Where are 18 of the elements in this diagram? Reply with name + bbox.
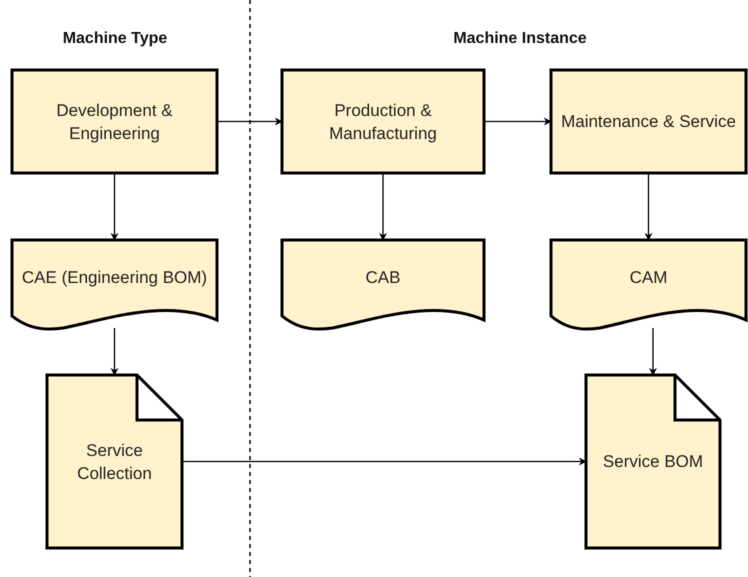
node-label: CAM (630, 267, 668, 289)
node-label: CAE (Engineering BOM) (22, 267, 208, 289)
node-label: Service Collection (76, 440, 153, 484)
arrow (182, 458, 587, 466)
node-label: Production & Manufacturing (328, 100, 438, 144)
node-label: CAB (366, 267, 400, 289)
column-heading: Machine Type (62, 30, 168, 48)
arrow (110, 173, 118, 241)
node-label: Service BOM (602, 451, 704, 473)
node-label: Development & Engineering (55, 100, 174, 144)
arrow (644, 173, 652, 241)
arrow (649, 328, 657, 376)
arrow (379, 173, 387, 241)
column-heading: Machine Instance (453, 30, 587, 48)
arrow (217, 118, 283, 126)
node-label: Maintenance & Service (561, 111, 736, 133)
arrow (484, 118, 552, 126)
arrow (110, 328, 118, 376)
